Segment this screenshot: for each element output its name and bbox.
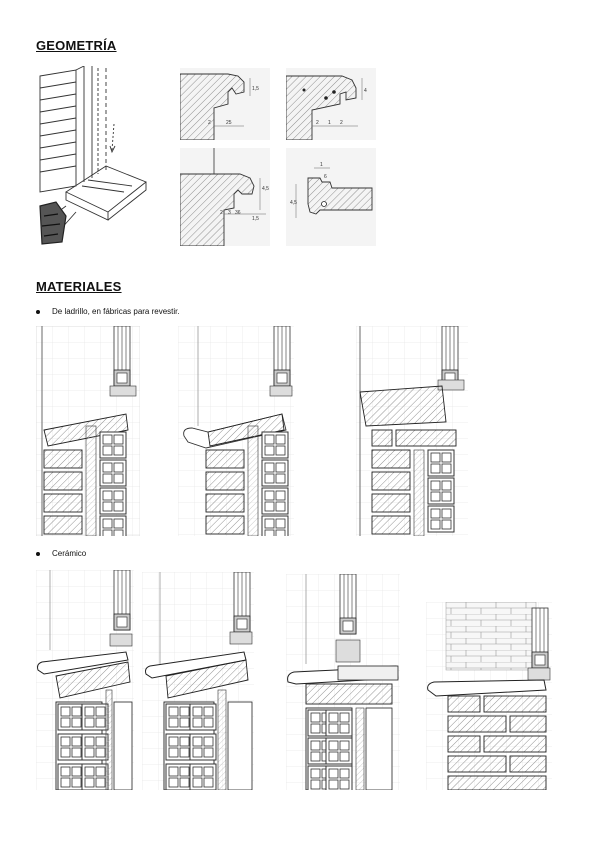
sill-profile-a: 25 2 1,5 bbox=[180, 68, 270, 140]
bullet-dot bbox=[36, 309, 40, 314]
dim-label: 36 bbox=[235, 210, 241, 216]
bullet-ceramic-text: Cerámico bbox=[52, 549, 87, 558]
dim-label: 4,5 bbox=[290, 200, 297, 206]
dim-label: 6 bbox=[324, 174, 327, 180]
materials-heading: MATERIALES bbox=[36, 279, 122, 294]
ceramic-sill-detail-2 bbox=[142, 572, 254, 790]
dim-label: 25 bbox=[226, 120, 232, 126]
sill-perspective-sketch bbox=[36, 66, 148, 246]
brick-sill-detail-2 bbox=[178, 326, 294, 536]
sill-profile-c: 2 3 36 1,5 4,5 bbox=[180, 148, 270, 246]
bullet-brick: De ladrillo, en fábricas para revestir. bbox=[36, 307, 180, 316]
dim-label: 1,5 bbox=[252, 86, 259, 92]
sill-profile-d: 1 6 4,5 bbox=[286, 148, 376, 246]
dim-label: 2 bbox=[340, 120, 343, 126]
dim-label: 4,5 bbox=[262, 186, 269, 192]
dim-label: 1 bbox=[320, 162, 323, 168]
sill-profile-b: 2 1 2 4 bbox=[286, 68, 376, 140]
ceramic-sill-detail-3 bbox=[286, 574, 400, 790]
brick-sill-detail-3 bbox=[356, 326, 468, 536]
bullet-brick-text: De ladrillo, en fábricas para revestir. bbox=[52, 307, 180, 316]
ceramic-sill-detail-1 bbox=[36, 570, 134, 790]
bullet-dot bbox=[36, 551, 40, 556]
geometry-heading: GEOMETRÍA bbox=[36, 38, 117, 53]
bullet-ceramic: Cerámico bbox=[36, 549, 86, 558]
ceramic-sill-detail-4 bbox=[426, 602, 552, 790]
dim-label: 2 bbox=[220, 210, 223, 216]
dim-label: 3 bbox=[228, 210, 231, 216]
dim-label: 1 bbox=[328, 120, 331, 126]
dim-label: 2 bbox=[208, 120, 211, 126]
dim-label: 1,5 bbox=[252, 216, 259, 222]
brick-sill-detail-1 bbox=[36, 326, 140, 536]
dim-label: 2 bbox=[316, 120, 319, 126]
dim-label: 4 bbox=[364, 88, 367, 94]
